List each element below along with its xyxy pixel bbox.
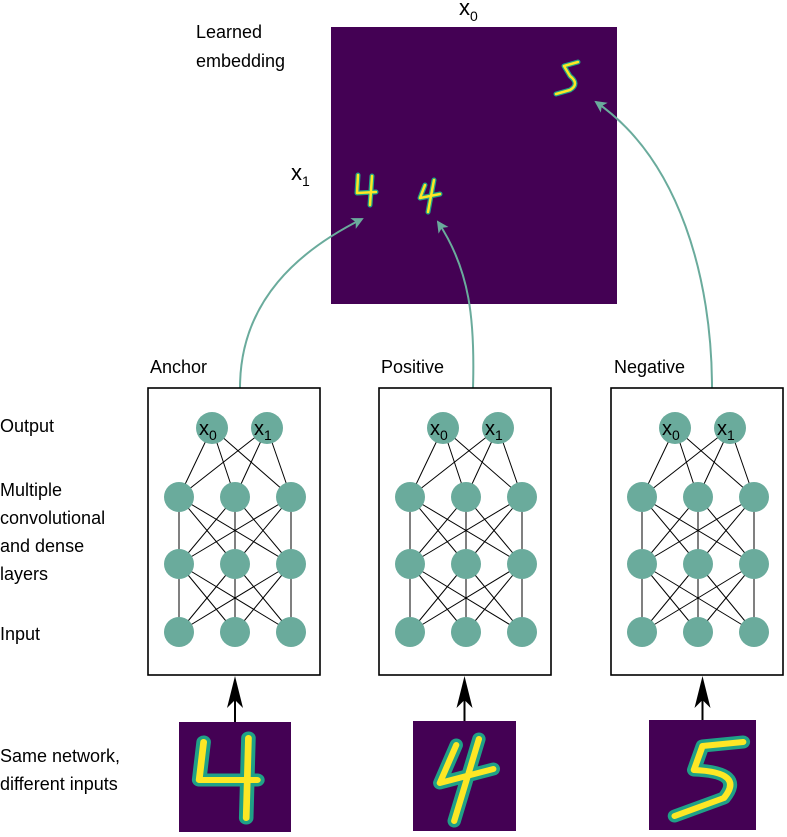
- input-node: [683, 617, 713, 647]
- anchor-embedding-arrow: [239, 218, 364, 389]
- embedded-digit-5-negative: [553, 59, 581, 97]
- output-node-x0: [427, 412, 459, 444]
- hidden-node: [220, 549, 250, 579]
- hidden-node: [395, 482, 425, 512]
- embedding-x-axis-label: x0: [459, 0, 478, 24]
- edge: [409, 563, 523, 633]
- output-node-label: x1: [717, 418, 735, 443]
- hidden-node: [739, 482, 769, 512]
- hidden-node: [395, 549, 425, 579]
- embedding-title-line1: Learned: [196, 22, 262, 42]
- edge: [178, 563, 292, 633]
- network-title: Negative: [614, 357, 685, 377]
- input-node: [451, 617, 481, 647]
- negative-embedding-arrow: [594, 100, 713, 389]
- hidden-node: [220, 482, 250, 512]
- row-label-bottom-1: Same network,: [0, 746, 120, 766]
- hidden-node: [164, 482, 194, 512]
- edge: [641, 496, 755, 565]
- row-label-hidden-3: and dense: [0, 536, 84, 556]
- edge: [409, 496, 523, 565]
- input-node: [220, 617, 250, 647]
- output-node-x0: [196, 412, 228, 444]
- edge: [178, 427, 268, 498]
- input-node: [164, 617, 194, 647]
- output-node-x1: [482, 412, 514, 444]
- edge: [641, 563, 755, 633]
- hidden-node: [451, 482, 481, 512]
- output-node-label: x1: [254, 418, 272, 443]
- input-digit-4: [191, 731, 265, 825]
- hidden-node: [683, 549, 713, 579]
- networks: Anchor x0 x1 Positive x0 x1 Negative x0 x1: [147, 357, 784, 832]
- network-title: Anchor: [150, 357, 207, 377]
- positive-embedding-arrow: [436, 220, 475, 389]
- output-node-label: x0: [430, 418, 448, 443]
- input-digit-5: [667, 735, 751, 823]
- row-label-bottom-2: different inputs: [0, 774, 118, 794]
- network-positive: Positive x0 x1: [378, 357, 552, 831]
- input-node: [395, 617, 425, 647]
- embedded-digit-4-positive: [417, 177, 443, 215]
- hidden-node: [627, 549, 657, 579]
- input-arrow-head: [227, 676, 243, 708]
- embedding-y-axis-label: x1: [291, 160, 310, 189]
- hidden-node: [276, 482, 306, 512]
- output-node-x1: [251, 412, 283, 444]
- output-node-x1: [714, 412, 746, 444]
- input-arrow-head: [694, 676, 711, 708]
- hidden-node: [507, 549, 537, 579]
- output-node-label: x0: [199, 418, 217, 443]
- row-label-hidden-1: Multiple: [0, 480, 62, 500]
- input-node: [739, 617, 769, 647]
- network-negative: Negative x0 x1: [610, 357, 784, 830]
- edge: [409, 427, 499, 498]
- edge: [178, 496, 292, 565]
- input-node: [507, 617, 537, 647]
- row-label-output: Output: [0, 416, 54, 436]
- output-node-label: x1: [485, 418, 503, 443]
- row-label-hidden-2: convolutional: [0, 508, 105, 528]
- hidden-node: [164, 549, 194, 579]
- output-node-x0: [659, 412, 691, 444]
- embedding-title-line2: embedding: [196, 51, 285, 71]
- output-node-label: x0: [662, 418, 680, 443]
- input-arrow-head: [456, 676, 473, 708]
- hidden-node: [451, 549, 481, 579]
- hidden-node: [507, 482, 537, 512]
- embedding-plot: [331, 27, 617, 304]
- hidden-node: [627, 482, 657, 512]
- input-node: [627, 617, 657, 647]
- network-title: Positive: [381, 357, 444, 377]
- input-node: [276, 617, 306, 647]
- hidden-node: [683, 482, 713, 512]
- row-label-input: Input: [0, 624, 40, 644]
- hidden-node: [739, 549, 769, 579]
- hidden-node: [276, 549, 306, 579]
- edge: [641, 427, 731, 498]
- row-label-hidden-4: layers: [0, 564, 48, 584]
- embedded-digit-4-anchor: [354, 172, 379, 208]
- input-digit-4: [433, 732, 501, 828]
- network-anchor: Anchor x0 x1: [147, 357, 321, 832]
